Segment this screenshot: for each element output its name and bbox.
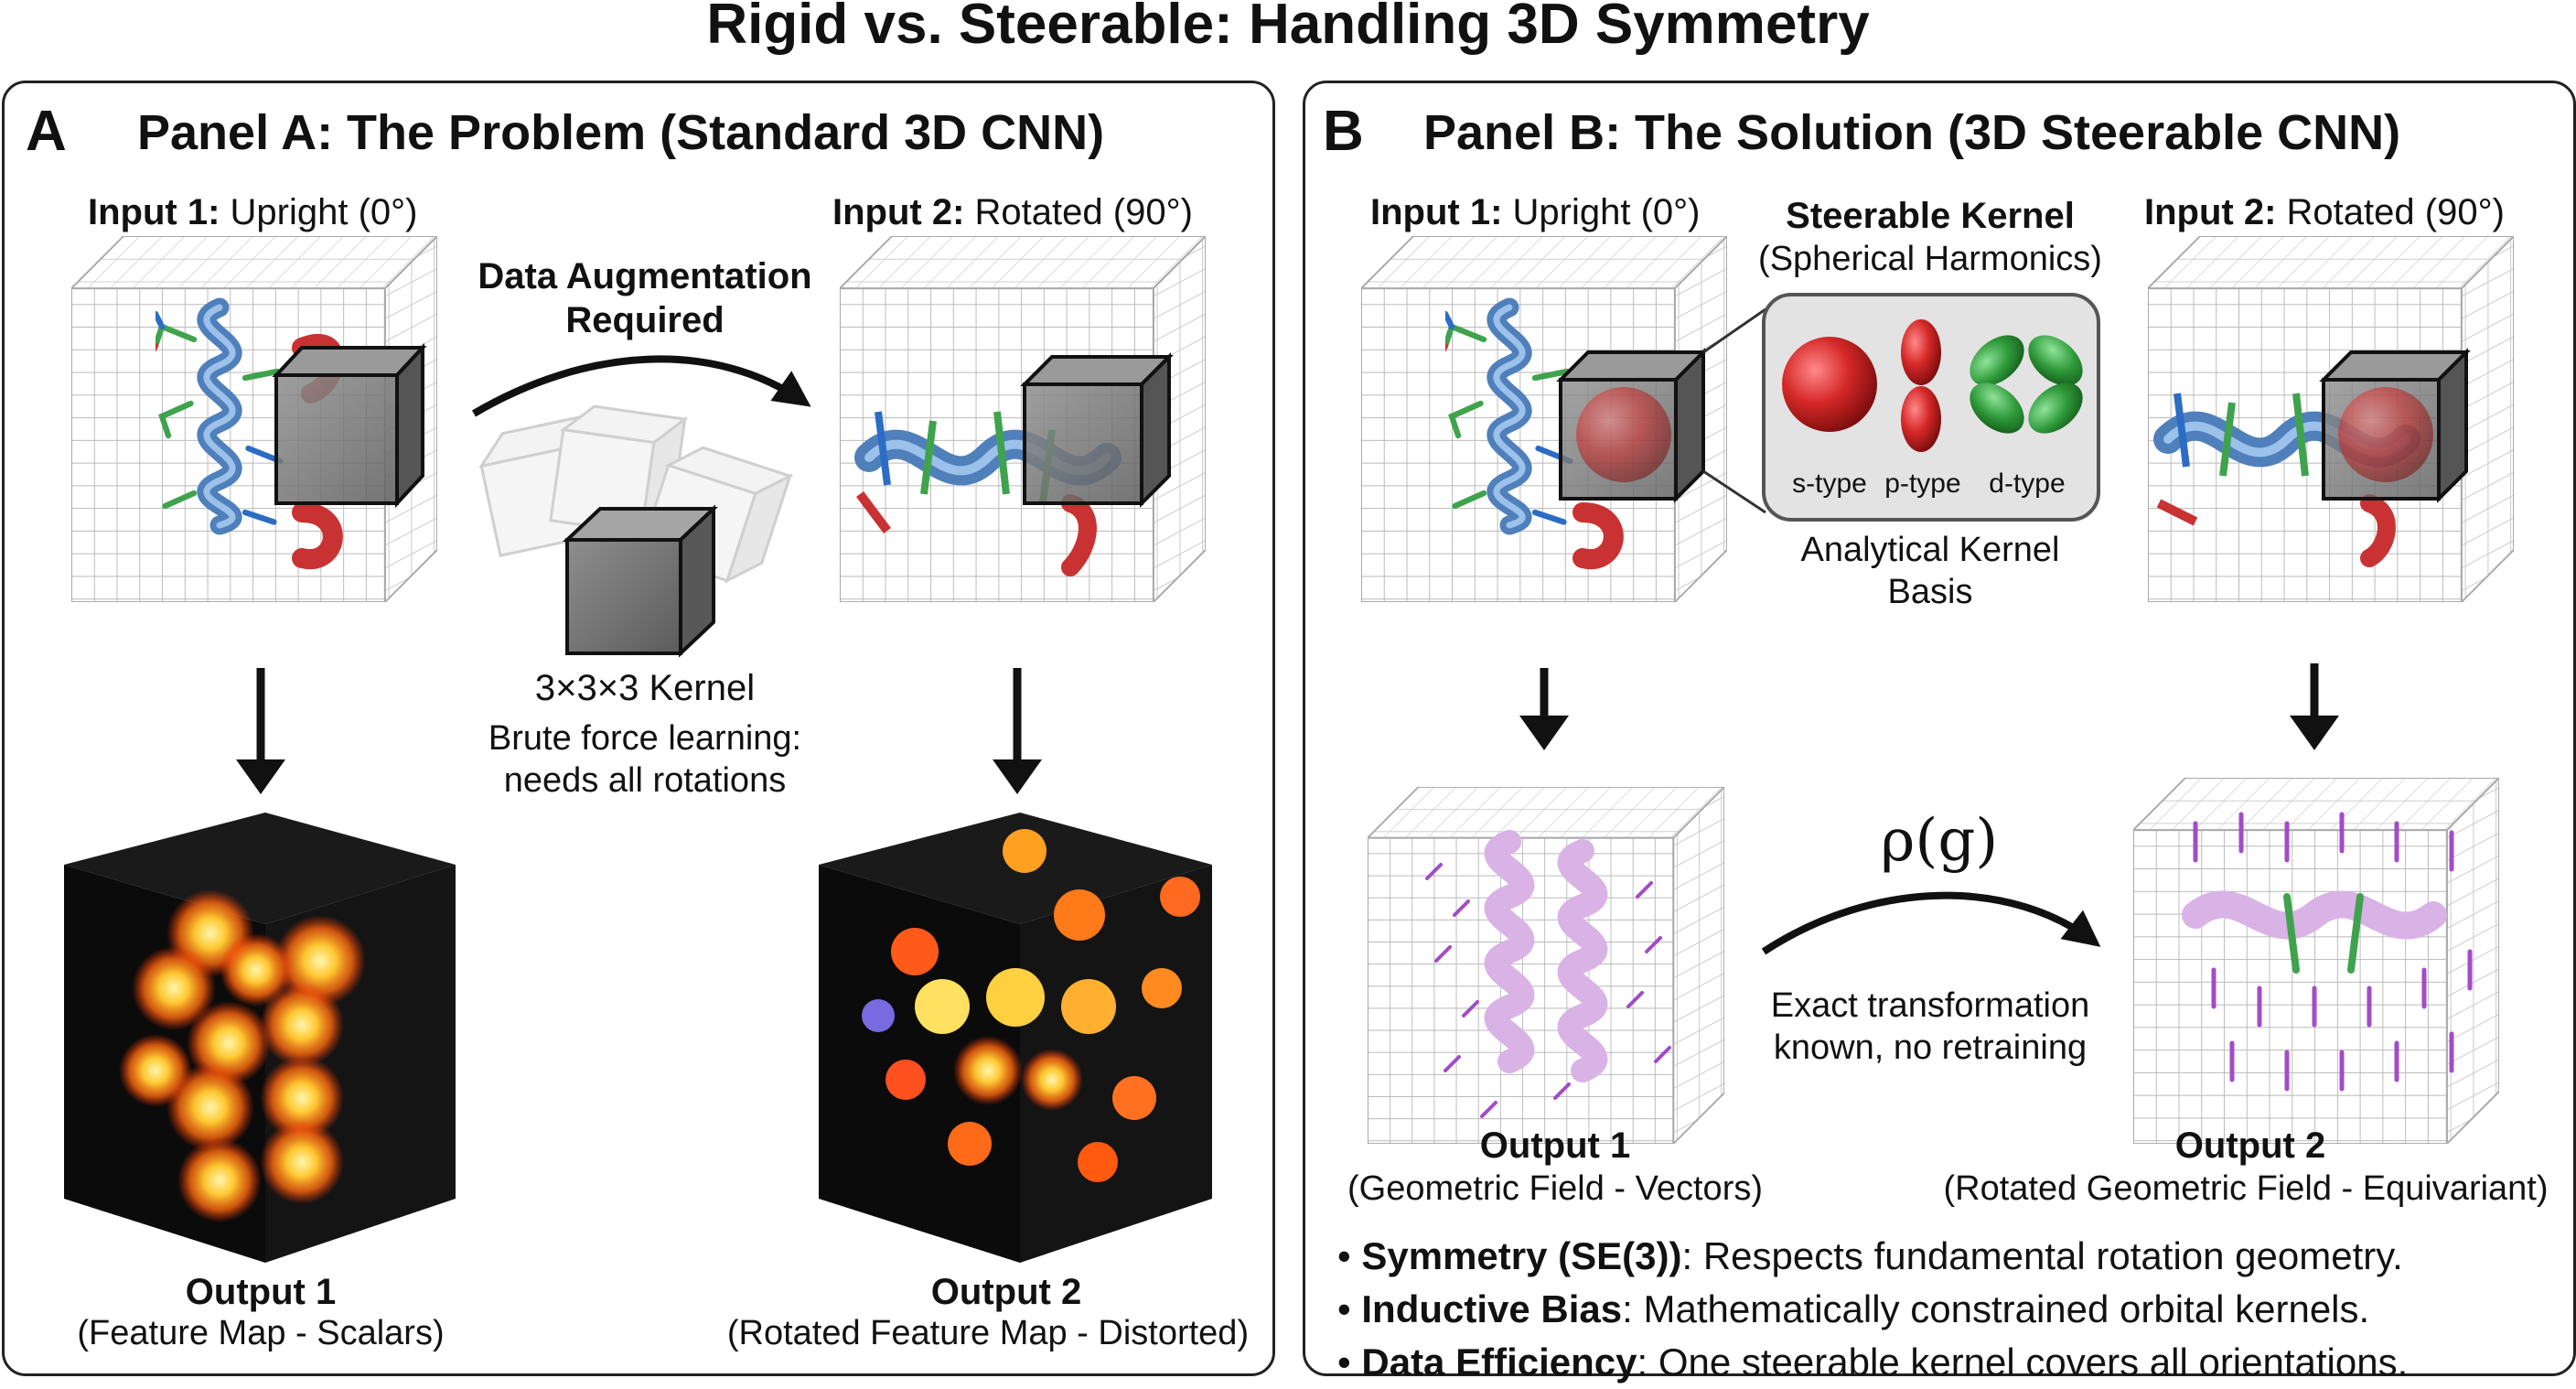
panel-b-input1-bold: Input 1: <box>1370 192 1503 232</box>
panel-b-input1-label: Input 1: Upright (0°) <box>1370 192 1701 233</box>
benefits-list: • Symmetry (SE(3)): Respects fundamental… <box>1337 1230 2563 1389</box>
panel-b-output1-title: Output 1 <box>1479 1125 1631 1166</box>
steerable-kernel-title: Steerable Kernel <box>1786 196 2075 236</box>
benefit-symmetry-bold: Symmetry (SE(3)) <box>1361 1234 1682 1277</box>
rho-g-label: ρ(g) <box>1880 807 1999 875</box>
analytical-basis-label: Analytical Kernel Basis <box>1738 529 2122 613</box>
panel-a-input2-bold: Input 2: <box>832 192 965 232</box>
panel-b-heading: Panel B: The Solution (3D Steerable CNN) <box>1423 105 2401 160</box>
figure-title: Rigid vs. Steerable: Handling 3D Symmetr… <box>706 0 1870 56</box>
exact-line1: Exact transformation <box>1770 986 2090 1025</box>
panel-b-input1-rest: Upright (0°) <box>1512 192 1701 232</box>
vector-field-2 <box>2182 812 2473 1092</box>
exact-line2: known, no retraining <box>1773 1028 2088 1067</box>
p-orbital-top <box>1901 319 1941 385</box>
steerable-kernel-sub: (Spherical Harmonics) <box>1758 240 2102 278</box>
panel-b-output2-title: Output 2 <box>2174 1125 2326 1166</box>
benefit-symmetry: • Symmetry (SE(3)): Respects fundamental… <box>1337 1234 2403 1277</box>
panel-a-input2-label: Input 2: Rotated (90°) <box>832 192 1193 233</box>
panel-a-letter: A <box>26 100 67 163</box>
augmentation-line2: Required <box>565 300 724 340</box>
kernel-cube-b2 <box>2319 348 2471 503</box>
kernel-cube-main <box>562 504 719 658</box>
basis-line2: Basis <box>1887 573 1973 611</box>
benefit-efficiency-rest: : One steerable kernel covers all orient… <box>1637 1341 2409 1384</box>
p-type-label: p-type <box>1884 468 1961 499</box>
s-orbital <box>1782 337 1877 432</box>
benefit-inductive-bold: Inductive Bias <box>1361 1287 1623 1330</box>
panel-b-input2-rest: Rotated (90°) <box>2286 192 2505 232</box>
p-orbital-bottom <box>1901 386 1941 452</box>
feature-cube-1 <box>64 813 456 1263</box>
panel-a-input1-label: Input 1: Upright (0°) <box>88 192 418 233</box>
brute-line2: needs all rotations <box>503 761 787 800</box>
d-type-label: d-type <box>1989 468 2066 499</box>
panel-a-input2-rest: Rotated (90°) <box>974 192 1193 232</box>
d-orbital <box>1970 335 2083 434</box>
augmentation-line1: Data Augmentation <box>478 256 812 296</box>
panel-a-output1-title: Output 1 <box>185 1272 337 1312</box>
panel-b-letter: B <box>1323 100 1364 163</box>
exact-transformation-label: Exact transformation known, no retrainin… <box>1738 985 2122 1069</box>
panel-a-input1-rest: Upright (0°) <box>230 192 418 232</box>
kernel-cube-b1 <box>1556 348 1708 503</box>
benefit-data-efficiency: • Data Efficiency: One steerable kernel … <box>1337 1341 2409 1384</box>
steerable-kernel-inset <box>1762 293 2100 522</box>
benefit-efficiency-bold: Data Efficiency <box>1361 1341 1637 1384</box>
panel-a-output2-title: Output 2 <box>930 1272 1082 1312</box>
panel-b-output1-sub: (Geometric Field - Vectors) <box>1347 1169 1763 1208</box>
brute-force-label: Brute force learning: needs all rotation… <box>439 717 851 802</box>
benefit-inductive-bias: • Inductive Bias: Mathematically constra… <box>1337 1287 2370 1330</box>
panel-a-heading: Panel A: The Problem (Standard 3D CNN) <box>137 105 1105 160</box>
benefit-symmetry-rest: : Respects fundamental rotation geometry… <box>1681 1234 2403 1277</box>
s-type-label: s-type <box>1792 468 1867 499</box>
panel-b-output2-sub: (Rotated Geometric Field - Equivariant) <box>1943 1169 2549 1208</box>
panel-a-output1-sub: (Feature Map - Scalars) <box>77 1314 445 1352</box>
basis-line1: Analytical Kernel <box>1800 531 2060 569</box>
augmentation-label: Data Augmentation Required <box>457 254 832 342</box>
panel-b-input2-label: Input 2: Rotated (90°) <box>2144 192 2505 233</box>
panel-a-output2-sub: (Rotated Feature Map - Distorted) <box>726 1314 1250 1352</box>
brute-line1: Brute force learning: <box>488 719 802 758</box>
kernel-cube-a1 <box>272 342 427 509</box>
feature-cube-2 <box>819 813 1212 1263</box>
kernel-label: 3×3×3 Kernel <box>534 668 756 708</box>
benefit-inductive-rest: : Mathematically constrained orbital ker… <box>1622 1287 2370 1330</box>
panel-a-input1-bold: Input 1: <box>88 192 220 232</box>
panel-b-input2-bold: Input 2: <box>2144 192 2277 232</box>
kernel-cube-a2 <box>1020 352 1174 508</box>
vector-field-1 <box>1425 830 1671 1118</box>
